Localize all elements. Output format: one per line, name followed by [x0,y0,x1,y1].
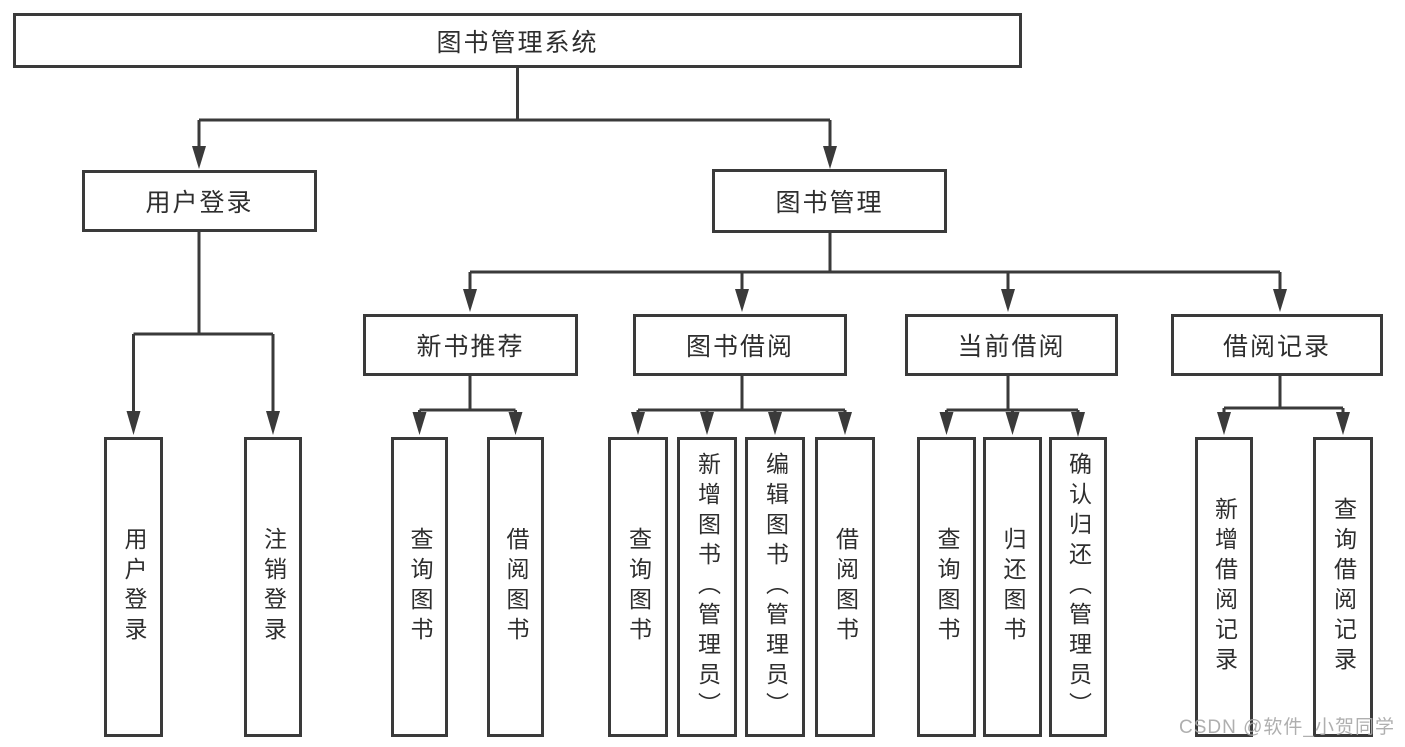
leaf-box-query-books-1: 查询图书 [391,437,448,737]
node-box-library-system: 图书管理系统 [13,13,1022,68]
csdn-watermark: CSDN @软件_小贺同学 [1179,717,1395,738]
connector-current-borrow-children [939,376,1085,437]
connector-new-book-children [412,376,523,435]
leaf-box-logout: 注销登录 [244,437,302,737]
node-box-borrow-record: 借阅记录 [1171,314,1383,376]
leaf-box-query-books-2: 查询图书 [608,437,668,737]
node-box-user-login: 用户登录 [82,170,317,232]
leaf-box-query-borrow-record: 查询借阅记录 [1313,437,1373,737]
node-box-book-management: 图书管理 [712,169,947,233]
connector-user-login-children [126,232,280,435]
leaf-box-confirm-return-admin: 确认归还（管理员） [1049,437,1107,737]
leaf-box-borrow-books-2: 借阅图书 [815,437,875,737]
connector-book-borrow-children [631,376,852,435]
node-box-book-borrow: 图书借阅 [633,314,847,376]
connector-book-mgmt-children [463,233,1287,312]
leaf-box-query-books-3: 查询图书 [917,437,976,737]
leaf-box-edit-book-admin: 编辑图书（管理员） [745,437,805,737]
node-box-current-borrow: 当前借阅 [905,314,1118,376]
connector-borrow-record-children [1217,376,1350,435]
node-box-new-book-recommend: 新书推荐 [363,314,578,376]
leaf-box-user-login: 用户登录 [104,437,163,737]
leaf-box-return-books: 归还图书 [983,437,1042,737]
leaf-box-borrow-books-1: 借阅图书 [487,437,544,737]
leaf-box-add-borrow-record: 新增借阅记录 [1195,437,1253,737]
connector-root-to-level2 [192,68,837,169]
leaf-box-add-book-admin: 新增图书（管理员） [677,437,737,737]
